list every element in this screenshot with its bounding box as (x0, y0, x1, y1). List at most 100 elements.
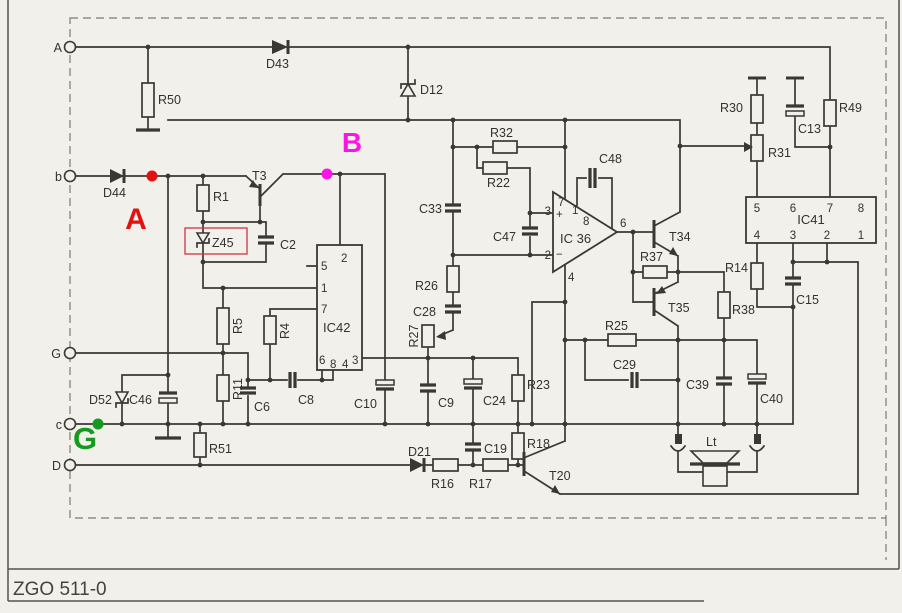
label-r38: R38 (732, 303, 755, 317)
ic41-pin3: 3 (790, 230, 796, 242)
resistor-r18-icon (511, 432, 525, 460)
label-c39: C39 (686, 378, 709, 392)
ic36-name: IC 36 (560, 231, 591, 246)
ic42-pin8: 8 (330, 359, 336, 371)
ic36-plus: + (556, 209, 563, 221)
annotation-g-letter: G (73, 421, 97, 456)
ic42-name: IC42 (323, 320, 350, 335)
zener-z45-icon (195, 232, 211, 248)
ic36-pin2: 2 (545, 250, 551, 262)
annotation-g-dot (92, 418, 104, 430)
ic36-pin7: 7 (558, 197, 564, 209)
label-r50: R50 (158, 93, 181, 107)
terminal-b (63, 169, 77, 183)
ic41-text: 5 6 7 8 IC41 4 3 2 1 (754, 203, 864, 242)
label-d12: D12 (420, 83, 443, 97)
ic36-text: 7 1 8 3 + 2 − 4 6 IC 36 (545, 197, 627, 284)
transistor-t3-icon (249, 180, 262, 206)
diode-d43-icon (272, 40, 290, 54)
label-t20: T20 (549, 469, 571, 483)
label-r5: R5 (231, 318, 245, 334)
ic36-pin4: 4 (568, 272, 575, 284)
label-t3: T3 (252, 169, 267, 183)
ic36-pin1: 1 (572, 205, 578, 217)
ic42-pin3: 3 (352, 355, 358, 367)
transistor-t20-icon (522, 452, 560, 494)
terminal-c (63, 417, 77, 431)
label-r22: R22 (487, 176, 510, 190)
terminal-d (63, 458, 77, 472)
label-z45: Z45 (212, 236, 234, 250)
label-r49: R49 (839, 101, 862, 115)
ic41-pin4: 4 (754, 230, 761, 242)
ic41-pin5: 5 (754, 203, 760, 215)
trimmer-arrow-r27-icon (436, 331, 446, 340)
ic36-minus: − (556, 249, 563, 261)
resistor-r32-icon (492, 140, 518, 154)
ic42-pin5: 5 (321, 261, 327, 273)
transistor-symbols (249, 180, 678, 494)
label-r11: R11 (231, 378, 245, 400)
label-r37: R37 (640, 250, 663, 264)
label-d21: D21 (408, 445, 431, 459)
diode-symbols (110, 40, 426, 472)
label-r32: R32 (490, 126, 513, 140)
label-c47: C47 (493, 230, 516, 244)
terminals (63, 40, 77, 472)
label-c2: C2 (280, 238, 296, 252)
resistor-r26-icon (446, 265, 460, 293)
ic36-pin6: 6 (620, 218, 626, 230)
label-c19: C19 (484, 442, 507, 456)
label-c48: C48 (599, 152, 622, 166)
resistor-r25-icon (607, 333, 637, 347)
label-r16: R16 (431, 477, 454, 491)
terminal-g (63, 346, 77, 360)
z45-highlight-box (184, 227, 248, 255)
label-c33: C33 (419, 202, 442, 216)
frame (7, 0, 900, 602)
trimmer-arrow-r31-icon (744, 142, 753, 152)
resistor-r16-icon (432, 458, 459, 472)
label-t35: T35 (668, 301, 690, 315)
annotation-a-dot (146, 170, 158, 182)
ic36-opamp-icon (552, 190, 619, 274)
doc-code: ZGO 511-0 (13, 579, 107, 600)
junction-dots (119, 44, 833, 468)
label-r4: R4 (278, 323, 292, 339)
label-c9: C9 (438, 396, 454, 410)
resistor-r37-icon (642, 265, 668, 279)
label-r14: R14 (725, 261, 748, 275)
resistor-r14-icon (750, 262, 764, 290)
resistor-r49-icon (823, 99, 837, 127)
label-r26: R26 (415, 279, 438, 293)
cap-c24-outline (463, 378, 483, 385)
annotations: A B G (73, 127, 362, 456)
label-c29: C29 (613, 358, 636, 372)
resistor-r11-icon (216, 374, 230, 402)
diode-d21-icon (410, 458, 426, 472)
label-r1: R1 (213, 190, 229, 204)
cap-c13-outline (785, 110, 805, 117)
label-c28: C28 (413, 305, 436, 319)
terminal-c-label: c (56, 418, 62, 432)
ic41-name: IC41 (797, 212, 824, 227)
terminal-a (63, 40, 77, 54)
transistor-t35-icon (652, 286, 666, 316)
ic41-box (745, 196, 877, 244)
ic36-pin8: 8 (583, 216, 589, 228)
zener-d12-icon (399, 79, 417, 97)
ic41-pin8: 8 (858, 203, 864, 215)
label-r17: R17 (469, 477, 492, 491)
resistor-r30-icon (750, 94, 764, 124)
resistor-r31-icon (750, 134, 764, 162)
label-c6: C6 (254, 400, 270, 414)
label-r30: R30 (720, 101, 743, 115)
label-r25: R25 (605, 319, 628, 333)
label-c13: C13 (798, 122, 821, 136)
label-r51: R51 (209, 442, 232, 456)
ic41-pin6: 6 (790, 203, 796, 215)
ic42-pin4: 4 (342, 359, 349, 371)
resistor-r38-icon (717, 291, 731, 319)
cap-c40-outline (747, 373, 767, 380)
